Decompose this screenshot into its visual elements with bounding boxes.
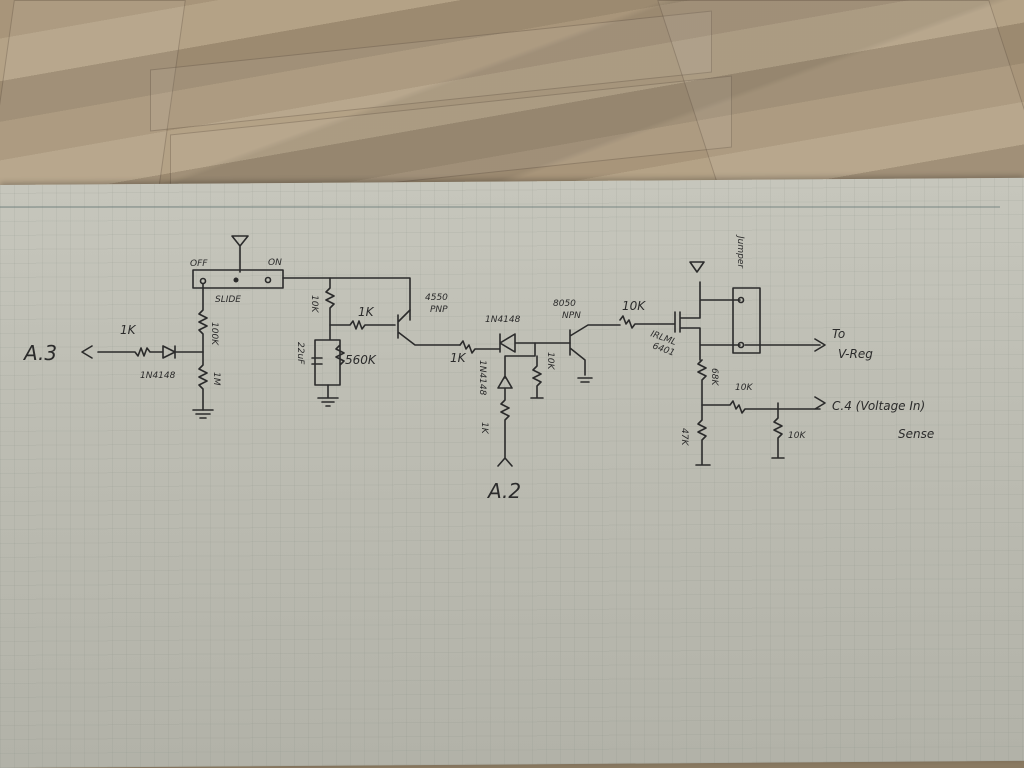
diode-top-label: 1N4148 (485, 315, 521, 325)
c4-voltage-in-label: C.4 (Voltage In) (832, 399, 925, 413)
resistor-10k-label: 10K (309, 295, 319, 313)
gate-resistor-label: 10K (622, 299, 646, 313)
npn-part-label: 8050 (553, 299, 576, 309)
pnp-part-label: 4550 (425, 293, 448, 303)
sense-label: Sense (898, 427, 934, 441)
mosfet-jumper: 10K IRLML 6401 Jumper To V-Reg (619, 234, 873, 361)
diode-input-label: 1N4148 (477, 360, 487, 396)
paper-margin-line (0, 206, 1000, 208)
resistor-560k-label: 560K (345, 353, 377, 367)
to-label: To (832, 327, 845, 341)
resistor-1m-label: 1M (211, 372, 221, 386)
slide-switch: OFF ON SLIDE (190, 235, 411, 321)
resistor-100k-label: 100K (209, 322, 219, 346)
resistor-47k-label: 47K (679, 428, 689, 446)
switch-type-label: SLIDE (215, 295, 241, 305)
resistor-1k-input-label: 1K (479, 422, 489, 435)
rc-network: 10K 1K 22uF 560K (295, 277, 396, 407)
diode-label: 1N4148 (140, 371, 176, 381)
resistor-1k-base-label: 1K (358, 305, 375, 319)
voltage-sense-divider: 68K 10K 47K 10K C.4 (Voltage In) Sense (679, 359, 934, 466)
pnp-transistor: 4550 PNP (397, 293, 461, 346)
npn-type-label: NPN (562, 311, 581, 321)
resistor-10k-series-label: 10K (735, 383, 753, 393)
vreg-label: V-Reg (838, 347, 873, 361)
output-a3-label: A.3 (22, 341, 57, 365)
npn-transistor: 8050 NPN (553, 299, 621, 383)
pnp-type-label: PNP (430, 305, 448, 315)
left-branch: A.3 1K 1N4148 100K 1M (22, 283, 221, 419)
resistor-1k-collector-label: 1K (450, 351, 467, 365)
capacitor-22uf-label: 22uF (295, 342, 305, 365)
input-a2-label: A.2 (486, 479, 521, 503)
switch-off-label: OFF (190, 259, 208, 269)
jumper-label: Jumper (735, 234, 745, 269)
switch-on-label: ON (268, 258, 282, 268)
resistor-1k-label: 1K (120, 323, 137, 337)
resistor-68k-label: 68K (709, 368, 719, 386)
resistor-10k-sense-label: 10K (788, 431, 806, 441)
resistor-10k-pulldown-label: 10K (545, 352, 555, 370)
middle-branch: 1N4148 1K 1N4148 1K A.2 10K (450, 315, 571, 503)
